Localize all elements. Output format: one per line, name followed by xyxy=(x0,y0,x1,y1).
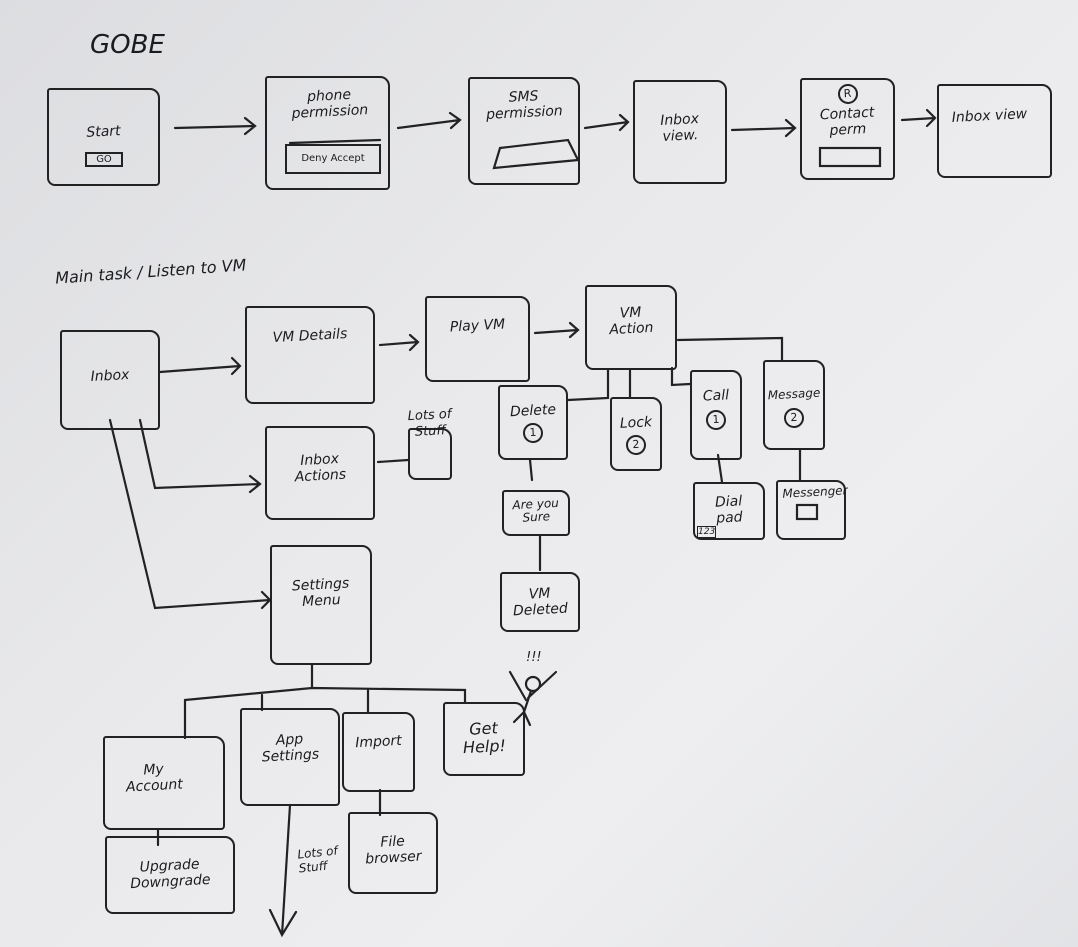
screen-inbox-view-final[interactable]: Inbox view xyxy=(937,84,1052,178)
screen-label: Inbox view. xyxy=(659,111,700,145)
screen-label: Start xyxy=(85,123,121,141)
node-label: VM Deleted xyxy=(512,585,569,620)
badge-step: 2 xyxy=(625,434,647,456)
node-label: VM Action xyxy=(608,304,654,339)
node-label: My Account xyxy=(125,761,184,796)
node-label: Message xyxy=(767,385,821,403)
node-label: App Settings xyxy=(261,731,320,766)
node-get-help[interactable]: Get Help! xyxy=(443,702,525,776)
flow-title-onboarding: GOBE xyxy=(90,30,165,60)
go-button[interactable]: GO xyxy=(85,152,123,167)
node-label: Messenger xyxy=(782,483,848,501)
stick-figure-shout: !!! xyxy=(526,650,542,665)
screen-sms-permission[interactable]: SMS permission xyxy=(468,77,580,185)
node-import[interactable]: Import xyxy=(342,712,415,792)
screen-label: SMS permission xyxy=(485,88,564,123)
screen-label: Inbox view xyxy=(951,106,1028,126)
badge-step: 2 xyxy=(783,407,805,429)
node-label: Get Help! xyxy=(462,718,507,758)
node-are-you-sure[interactable]: Are you Sure xyxy=(502,490,570,536)
node-label: Import xyxy=(354,732,403,752)
badge-r: R xyxy=(836,83,859,105)
node-label: Delete xyxy=(509,401,557,421)
node-messenger[interactable]: Messenger xyxy=(776,480,848,540)
node-app-settings[interactable]: App Settings xyxy=(240,708,340,806)
node-vm-deleted[interactable]: VM Deleted xyxy=(500,572,580,632)
node-lots-of-stuff[interactable]: Lots of Stuff xyxy=(407,407,452,480)
node-label: Inbox Actions xyxy=(294,451,347,486)
screen-label: phone permission xyxy=(291,86,369,122)
node-call[interactable]: Call 1 xyxy=(690,370,742,460)
node-label: Call xyxy=(702,387,730,405)
node-inbox-actions[interactable]: Inbox Actions xyxy=(265,426,375,520)
screen-contact-permission[interactable]: R Contact perm xyxy=(800,78,895,180)
screen-start[interactable]: Start GO xyxy=(47,88,160,186)
node-message[interactable]: Message 2 xyxy=(763,360,825,450)
screen-label: Contact perm xyxy=(819,104,875,139)
node-label: Lots of Stuff xyxy=(407,406,452,440)
node-label: Inbox xyxy=(90,366,130,386)
node-play-vm[interactable]: Play VM xyxy=(425,296,530,382)
node-label: Play VM xyxy=(449,316,506,336)
node-label: Lock xyxy=(619,414,653,432)
node-file-browser[interactable]: File browser xyxy=(348,812,438,894)
screen-phone-permission[interactable]: phone permission Deny Accept xyxy=(265,76,390,190)
node-my-account[interactable]: My Account xyxy=(103,736,225,830)
screen-inbox-view[interactable]: Inbox view. xyxy=(633,80,727,184)
node-label: Are you Sure xyxy=(512,495,560,525)
badge-step: 1 xyxy=(522,422,544,444)
node-settings-menu[interactable]: Settings Menu xyxy=(270,545,372,665)
node-upgrade-downgrade[interactable]: Upgrade Downgrade xyxy=(105,836,235,914)
node-label: Dial pad xyxy=(714,493,743,527)
node-lock[interactable]: Lock 2 xyxy=(610,397,662,471)
node-label: File browser xyxy=(364,833,422,868)
node-label: Settings Menu xyxy=(291,575,350,610)
node-label: Upgrade Downgrade xyxy=(129,856,211,893)
node-vm-action[interactable]: VM Action xyxy=(585,285,677,370)
dial-pad-digits: 123 xyxy=(697,526,717,538)
app-settings-note: Lots of Stuff xyxy=(296,843,339,876)
node-inbox[interactable]: Inbox xyxy=(60,330,160,430)
deny-accept-dialog[interactable]: Deny Accept xyxy=(285,144,381,174)
badge-step: 1 xyxy=(705,409,727,431)
node-vm-details[interactable]: VM Details xyxy=(245,306,375,404)
node-label: VM Details xyxy=(272,326,348,346)
